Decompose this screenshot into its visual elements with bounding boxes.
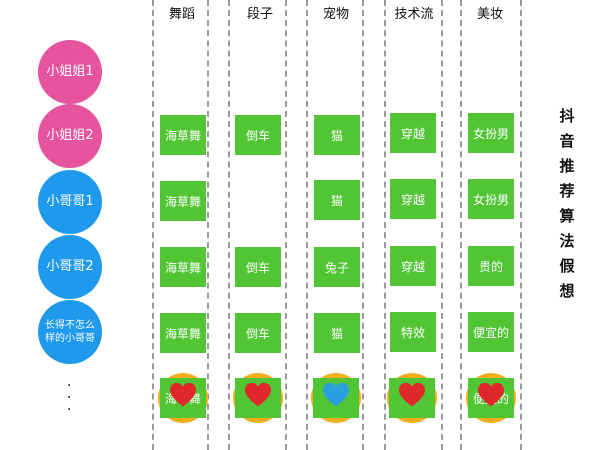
column-divider bbox=[228, 0, 230, 450]
column-divider bbox=[152, 0, 154, 450]
heart-icon bbox=[170, 382, 196, 407]
column-divider bbox=[520, 0, 522, 450]
column-divider bbox=[362, 0, 364, 450]
interest-card: 女扮男 bbox=[468, 113, 514, 153]
column-divider bbox=[460, 0, 462, 450]
column-divider bbox=[384, 0, 386, 450]
user-circle: 小姐姐1 bbox=[38, 40, 102, 104]
user-circle: 小哥哥2 bbox=[38, 235, 102, 299]
heart-icon bbox=[323, 382, 349, 407]
interest-card: 海草舞 bbox=[160, 181, 206, 221]
interest-card: 女扮男 bbox=[468, 179, 514, 219]
interest-card: 穿越 bbox=[390, 246, 436, 286]
column-divider bbox=[306, 0, 308, 450]
interest-card: 倒车 bbox=[235, 247, 281, 287]
column-header-tech: 技术流 bbox=[394, 7, 434, 22]
recommend-badge bbox=[387, 373, 437, 423]
user-circle: 小姐姐2 bbox=[38, 104, 102, 168]
interest-card: 特效 bbox=[390, 312, 436, 352]
column-divider bbox=[285, 0, 287, 450]
column-divider bbox=[441, 0, 443, 450]
interest-card: 海草舞 bbox=[160, 313, 206, 353]
user-circle: 小哥哥1 bbox=[38, 170, 102, 234]
column-header-pets: 宠物 bbox=[322, 7, 349, 22]
interest-card: 猫 bbox=[314, 180, 360, 220]
interest-card: 猫 bbox=[314, 115, 360, 155]
interest-card: 海草舞 bbox=[160, 115, 206, 155]
user-circle: 长得不怎么样的小哥哥 bbox=[38, 300, 102, 364]
interest-card: 倒车 bbox=[235, 313, 281, 353]
side-title: 抖音推荐算法假想 bbox=[559, 107, 575, 300]
more-users-ellipsis: · · · bbox=[67, 378, 72, 418]
interest-card: 海草舞 bbox=[160, 247, 206, 287]
interest-card: 猫 bbox=[314, 313, 360, 353]
interest-card: 穿越 bbox=[390, 179, 436, 219]
heart-icon bbox=[245, 382, 271, 407]
heart-icon bbox=[478, 382, 504, 407]
heart-icon bbox=[399, 382, 425, 407]
column-divider bbox=[207, 0, 209, 450]
recommend-badge: 海草舞 bbox=[158, 373, 208, 423]
column-header-dance: 舞蹈 bbox=[168, 7, 195, 22]
interest-card: 穿越 bbox=[390, 113, 436, 153]
column-header-jokes: 段子 bbox=[246, 7, 273, 22]
recommend-badge: 便宜的 bbox=[466, 373, 516, 423]
column-header-beauty: 美妆 bbox=[476, 7, 503, 22]
interest-card: 贵的 bbox=[468, 246, 514, 286]
recommend-badge bbox=[233, 373, 283, 423]
recommend-badge bbox=[311, 373, 361, 423]
interest-card: 便宜的 bbox=[468, 312, 514, 352]
interest-card: 倒车 bbox=[235, 115, 281, 155]
interest-card: 兔子 bbox=[314, 247, 360, 287]
